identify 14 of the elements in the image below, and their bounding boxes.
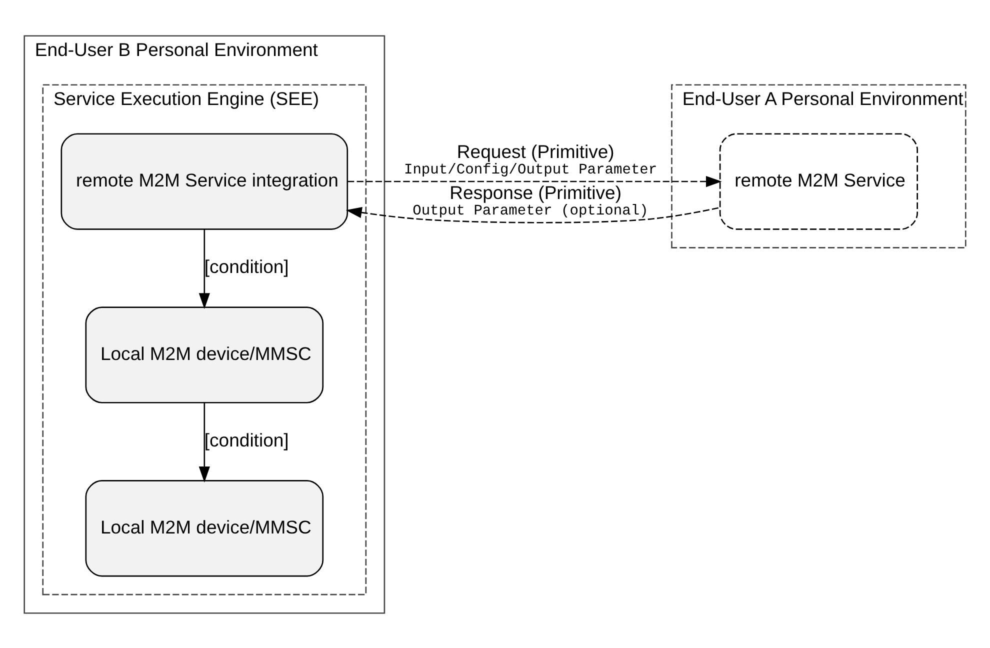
node-box: Local M2M device/MMSC <box>85 306 324 403</box>
arrow <box>198 402 210 482</box>
arrow <box>198 229 210 309</box>
edge-label: [condition] <box>204 429 289 450</box>
edge-label: [condition] <box>204 256 289 277</box>
arrow <box>346 206 720 223</box>
node-box: remote M2M Service integration <box>60 132 348 230</box>
label: Input/Config/Output Parameter <box>404 162 658 178</box>
node-box: remote M2M Service <box>719 132 918 230</box>
edge-label: Response (Primitive) <box>450 181 622 202</box>
node-box: Local M2M device/MMSC <box>85 480 324 576</box>
edge-label: Request (Primitive) <box>456 140 614 162</box>
arrow <box>348 175 722 187</box>
label: Output Parameter (optional) <box>412 202 648 219</box>
